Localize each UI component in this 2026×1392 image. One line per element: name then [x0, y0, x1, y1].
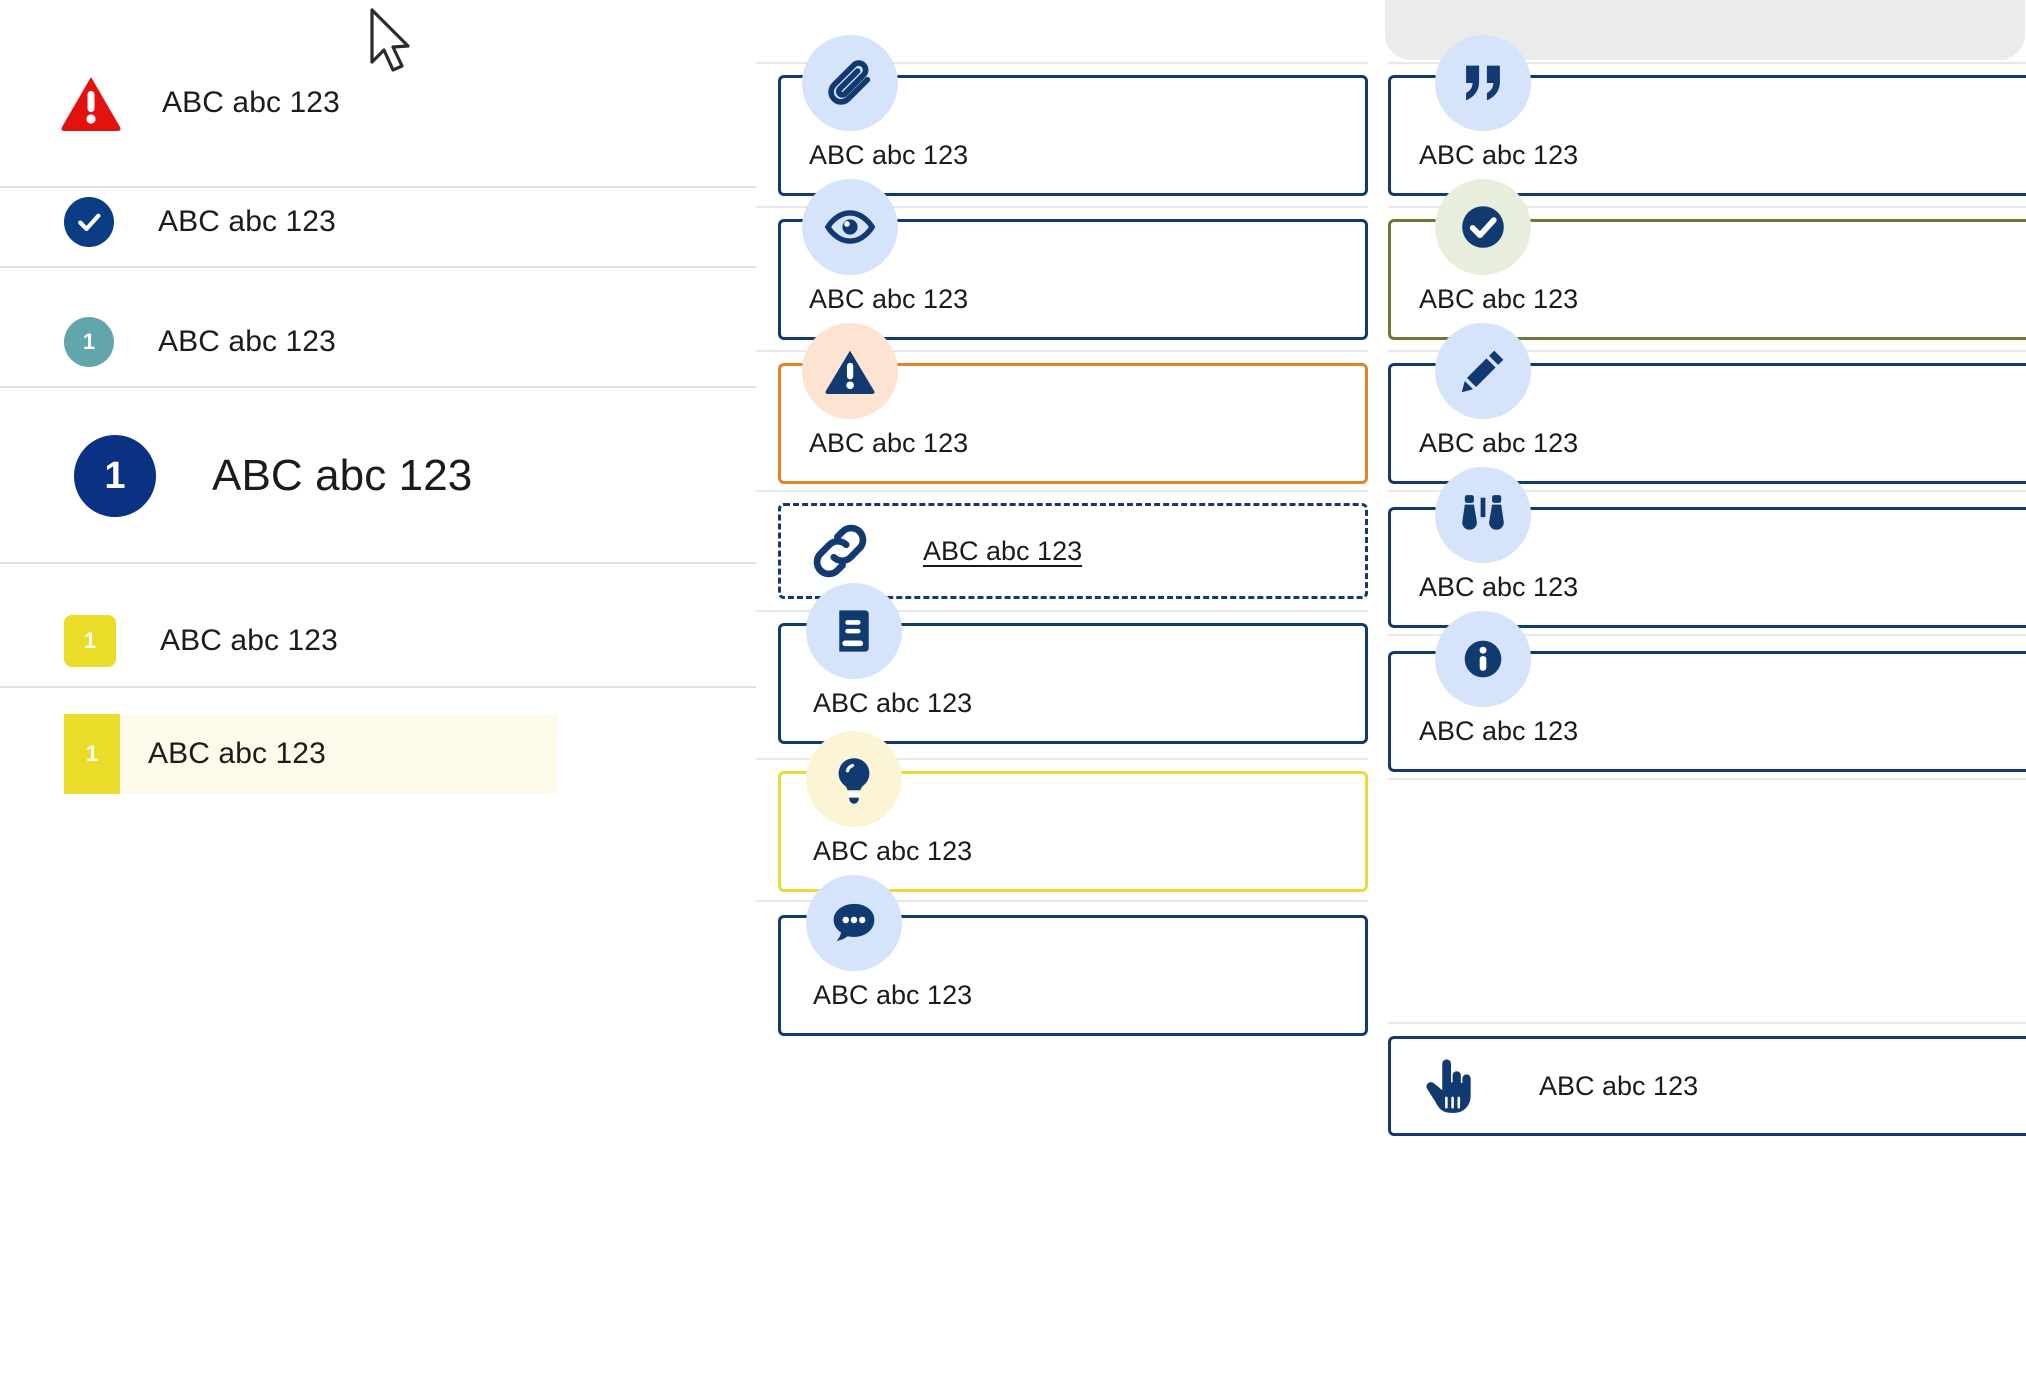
sidebar-divider [0, 186, 756, 188]
hand-pointer-icon [1419, 1055, 1481, 1117]
check-circle-icon [1435, 179, 1531, 275]
mouse-cursor [366, 8, 414, 76]
card-label: ABC abc 123 [1419, 428, 1579, 458]
card-label: ABC abc 123 [813, 980, 973, 1010]
card-label: ABC abc 123 [809, 284, 969, 314]
sidebar-divider [0, 386, 756, 388]
sidebar-item-label: ABC abc 123 [160, 624, 338, 657]
column-guide [756, 206, 1368, 208]
eye-icon [802, 179, 898, 275]
sidebar-item-primary[interactable]: 1 ABC abc 123 [0, 428, 756, 524]
card-label: ABC abc 123 [809, 140, 969, 170]
sidebar-item-yellow-count[interactable]: 1 ABC abc 123 [0, 594, 756, 688]
quote-icon [1435, 35, 1531, 131]
column-guide [756, 758, 1368, 760]
navy-number-badge-large: 1 [74, 435, 156, 517]
sidebar-item-label: ABC abc 123 [158, 205, 336, 238]
lightbulb-icon [806, 731, 902, 827]
card-link-label[interactable]: ABC abc 123 [923, 535, 1083, 566]
card-label: ABC abc 123 [1419, 572, 1579, 602]
sidebar-divider [0, 266, 756, 268]
badge-count: 1 [83, 628, 97, 653]
card-action[interactable]: ABC abc 123 [1388, 1036, 2026, 1136]
card-label: ABC abc 123 [1539, 1070, 1699, 1101]
column-guide [756, 62, 1368, 64]
sidebar-item-label: ABC abc 123 [212, 451, 473, 500]
sidebar-item-label: ABC abc 123 [148, 737, 326, 770]
column-guide [756, 610, 1368, 612]
info-icon [1435, 611, 1531, 707]
warning-triangle-icon [60, 75, 122, 131]
sidebar: ABC abc 123 ABC abc 123 1 ABC abc 123 1 … [0, 0, 756, 1392]
sidebar-item-check[interactable]: ABC abc 123 [0, 175, 756, 269]
warning-icon [802, 323, 898, 419]
yellow-number-block: 1 [64, 714, 120, 794]
column-guide [1388, 350, 2026, 352]
column-guide [1388, 62, 2026, 64]
badge-count: 1 [104, 454, 126, 497]
card-label: ABC abc 123 [1419, 284, 1579, 314]
card-label: ABC abc 123 [813, 688, 973, 718]
speech-bubble-icon [806, 875, 902, 971]
column-guide [1388, 634, 2026, 636]
check-circle-icon [64, 197, 114, 247]
card-quote[interactable]: ABC abc 123 [1388, 75, 2026, 196]
binoculars-icon [1435, 467, 1531, 563]
column-guide [1388, 1022, 2026, 1024]
column-guide [1388, 490, 2026, 492]
book-icon [806, 583, 902, 679]
card-reference[interactable]: ABC abc 123 [778, 623, 1368, 744]
card-label: ABC abc 123 [809, 428, 969, 458]
sidebar-item-warning[interactable]: ABC abc 123 [0, 56, 756, 150]
column-guide [756, 350, 1368, 352]
badge-count: 1 [82, 329, 96, 354]
column-guide [756, 900, 1368, 902]
card-label: ABC abc 123 [1419, 140, 1579, 170]
column-guide [756, 490, 1368, 492]
sidebar-item-selected[interactable]: 1 ABC abc 123 [64, 714, 557, 794]
sidebar-divider [0, 686, 756, 688]
card-link[interactable]: ABC abc 123 [778, 503, 1368, 599]
sidebar-item-teal-count[interactable]: 1 ABC abc 123 [0, 295, 756, 389]
yellow-number-badge: 1 [64, 615, 116, 667]
sidebar-item-label: ABC abc 123 [158, 325, 336, 358]
paperclip-icon [802, 35, 898, 131]
column-guide [1388, 778, 2026, 780]
sidebar-item-label: ABC abc 123 [162, 86, 340, 119]
sidebar-divider [0, 562, 756, 564]
column-guide [1388, 206, 2026, 208]
card-label: ABC abc 123 [1419, 716, 1579, 746]
teal-number-badge: 1 [64, 317, 114, 367]
pencil-icon [1435, 323, 1531, 419]
link-icon [809, 520, 871, 582]
card-label: ABC abc 123 [813, 836, 973, 866]
badge-count: 1 [85, 741, 99, 766]
